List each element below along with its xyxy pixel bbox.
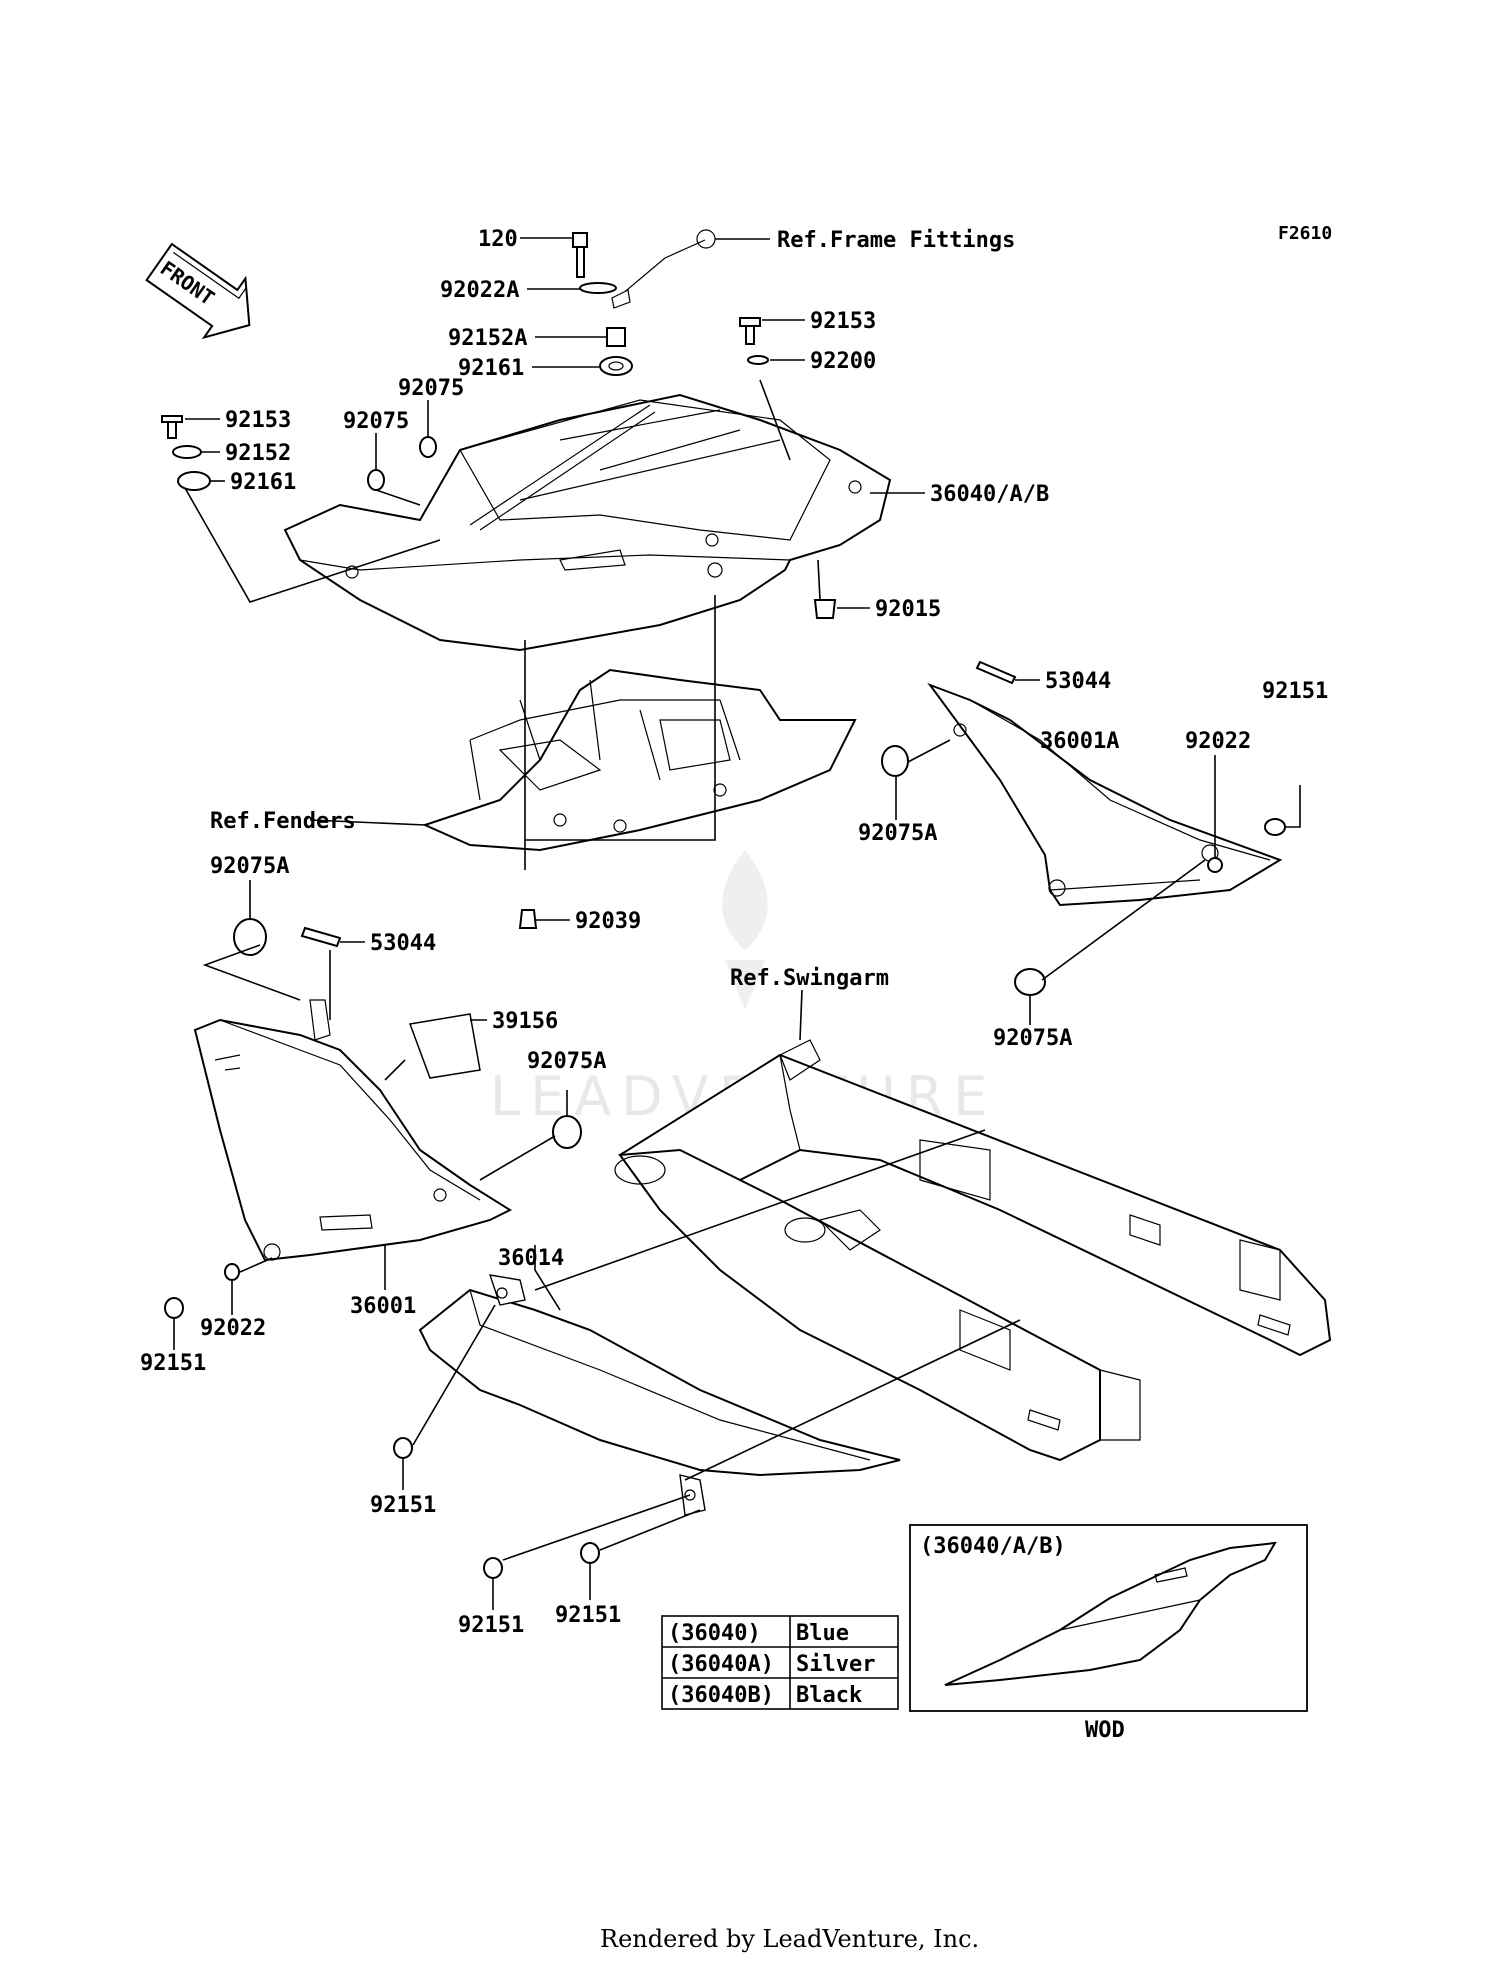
label-92151-left: 92151 — [140, 1351, 206, 1376]
side-cover-36001A — [927, 682, 1283, 907]
inset-box: (36040/A/B) WOD — [909, 1524, 1308, 1743]
label-92075A-mid: 92075A — [527, 1049, 606, 1074]
diagram-code: F2610 — [1278, 223, 1332, 244]
ref-frame-fittings: Ref.Frame Fittings — [777, 228, 1015, 253]
label-92151-b2: 92151 — [458, 1613, 524, 1638]
front-arrow: FRONT — [145, 242, 251, 340]
label-92152A: 92152A — [448, 326, 527, 351]
label-53044-right: 53044 — [1045, 669, 1111, 694]
swingarm — [614, 1039, 1332, 1462]
color-table: (36040) Blue (36040A) Silver (36040B) Bl… — [661, 1615, 899, 1710]
color-table-color-2: Black — [796, 1683, 862, 1708]
label-92075A-right1: 92075A — [858, 821, 937, 846]
label-92161-top: 92161 — [458, 356, 524, 381]
seat-cowl-36040 — [283, 393, 892, 652]
label-92022A: 92022A — [440, 278, 519, 303]
leader-lines — [173, 237, 1301, 1610]
label-36040AB: 36040/A/B — [930, 482, 1049, 507]
color-table-color-0: Blue — [796, 1621, 849, 1646]
label-92039: 92039 — [575, 909, 641, 934]
label-53044-left: 53044 — [370, 931, 436, 956]
label-39156: 39156 — [492, 1009, 558, 1034]
inset-title: (36040/A/B) — [920, 1534, 1066, 1559]
label-120: 120 — [478, 227, 518, 252]
label-92022-right: 92022 — [1185, 729, 1251, 754]
label-92153-left: 92153 — [225, 408, 291, 433]
label-36001A: 36001A — [1040, 729, 1119, 754]
label-92075A-right2: 92075A — [993, 1026, 1072, 1051]
label-92075-a: 92075 — [398, 376, 464, 401]
label-92151-b1: 92151 — [370, 1493, 436, 1518]
chain-guard-36014 — [418, 1274, 901, 1516]
fasteners — [161, 229, 1286, 1579]
label-92200: 92200 — [810, 349, 876, 374]
label-92022-left: 92022 — [200, 1316, 266, 1341]
color-table-code-2: (36040B) — [668, 1683, 774, 1708]
part-labels: 120 92022A Ref.Frame Fittings 92152A 921… — [140, 227, 1328, 1638]
under-tray — [422, 668, 857, 852]
label-92161-left: 92161 — [230, 470, 296, 495]
label-92151-b3: 92151 — [555, 1603, 621, 1628]
label-92151-right: 92151 — [1262, 679, 1328, 704]
label-92153-top: 92153 — [810, 309, 876, 334]
label-92152-left: 92152 — [225, 441, 291, 466]
ref-swingarm: Ref.Swingarm — [730, 966, 889, 991]
inset-caption: WOD — [1085, 1718, 1125, 1743]
label-92075A-left: 92075A — [210, 854, 289, 879]
render-credit: Rendered by LeadVenture, Inc. — [600, 1925, 979, 1953]
ref-fenders: Ref.Fenders — [210, 809, 356, 834]
color-table-code-1: (36040A) — [668, 1652, 774, 1677]
label-36001: 36001 — [350, 1294, 416, 1319]
color-table-color-1: Silver — [796, 1652, 875, 1677]
label-36014: 36014 — [498, 1246, 564, 1271]
color-table-code-0: (36040) — [668, 1621, 761, 1646]
label-92015: 92015 — [875, 597, 941, 622]
side-cover-36001 — [193, 999, 513, 1262]
label-92075-b: 92075 — [343, 409, 409, 434]
